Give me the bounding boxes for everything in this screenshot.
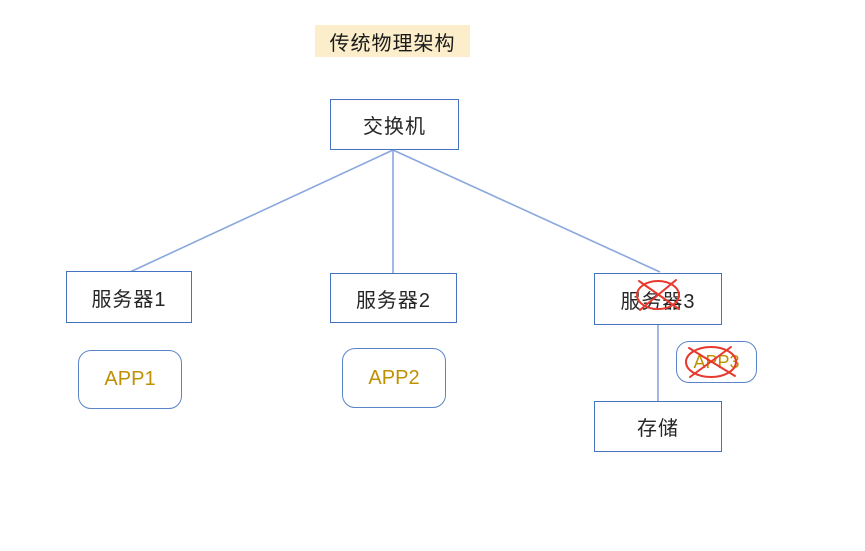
node-app1: APP1 <box>78 350 182 409</box>
node-server2: 服务器2 <box>330 273 457 323</box>
node-switch: 交换机 <box>330 99 459 150</box>
node-storage: 存储 <box>594 401 722 452</box>
node-app2: APP2 <box>342 348 446 408</box>
edge-switch-server3 <box>392 149 661 273</box>
node-server1: 服务器1 <box>66 271 192 323</box>
node-app3: APP3 <box>676 341 757 383</box>
edge-switch-server1 <box>129 149 394 273</box>
node-server3: 服务器3 <box>594 273 722 325</box>
diagram-title: 传统物理架构 <box>315 25 470 57</box>
